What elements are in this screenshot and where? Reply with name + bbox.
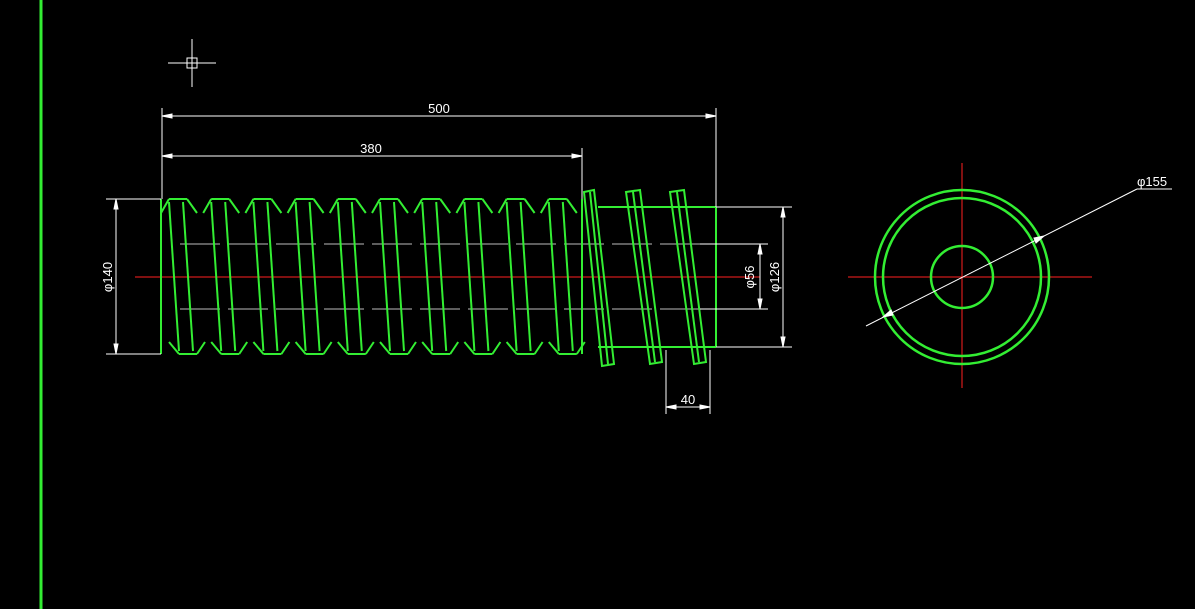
thread-teeth	[160, 198, 586, 355]
thread-tooth-edge	[294, 201, 307, 352]
thread-tooth-edge	[463, 201, 476, 352]
bore-circle	[929, 244, 995, 310]
thread-tooth-edge	[435, 201, 448, 352]
thread-tooth-edge	[533, 341, 544, 355]
outer-circle	[873, 188, 1051, 366]
thread-tooth-edge	[202, 198, 213, 214]
thread-tooth-edge	[397, 198, 409, 214]
dim-total-length[interactable]: 500	[428, 101, 450, 116]
thread-tooth-edge	[322, 341, 333, 355]
thread-tooth-edge	[575, 341, 586, 355]
thread-tooth-edge	[539, 198, 550, 214]
thread-tooth-edge	[266, 201, 279, 352]
thread-tooth-edge	[308, 201, 321, 352]
thread-tooth-edge	[421, 201, 434, 352]
thread-tooth-edge	[477, 201, 490, 352]
thread-tooth-edge	[270, 198, 283, 214]
dim-outer-diameter[interactable]: φ155	[1137, 174, 1167, 189]
dim-bore-diameter[interactable]: φ56	[742, 266, 757, 289]
thread-tooth-edge	[328, 198, 339, 214]
thread-tooth-edge	[337, 341, 349, 355]
crosshair-cursor-icon	[168, 39, 216, 87]
thread-tooth-edge	[413, 198, 424, 214]
thread-tooth-edge	[294, 341, 307, 355]
thread-tooth-edge	[160, 198, 170, 214]
thread-tooth-edge	[565, 198, 578, 214]
thread-tooth-edge	[186, 198, 198, 214]
thread-tooth-edge	[238, 341, 249, 355]
dim-thread-diameter[interactable]: φ140	[100, 262, 115, 292]
thread-tooth-edge	[523, 198, 536, 214]
thread-tooth-edge	[421, 341, 433, 355]
thread-tooth-edge	[350, 201, 363, 352]
thread-tooth-edge	[505, 201, 518, 352]
thread-tooth-edge	[196, 341, 206, 355]
thread-tooth-edge	[244, 198, 255, 214]
thread-tooth-edge	[364, 341, 375, 355]
thread-tooth-edge	[252, 201, 265, 352]
thread-tooth-edge	[561, 201, 574, 352]
thread-tooth-edge	[379, 201, 391, 352]
thread-tooth-edge	[379, 341, 391, 355]
thread-tooth-edge	[497, 198, 508, 214]
thread-tooth-edge	[393, 201, 405, 352]
thread-tooth-edge	[449, 341, 460, 355]
thread-tooth-edge	[491, 341, 502, 355]
thread-tooth-edge	[228, 198, 241, 214]
inner-thread-circle	[881, 196, 1043, 358]
thread-tooth-edge	[407, 341, 417, 355]
coarse-thread-section	[582, 188, 717, 368]
thread-tooth-edge	[547, 201, 560, 352]
outer-diameter-leader	[865, 188, 1172, 327]
dim-step-width[interactable]: 40	[681, 392, 695, 407]
thread-tooth-edge	[182, 201, 194, 352]
thread-body-outline	[160, 199, 583, 354]
thread-tooth-edge	[312, 198, 325, 214]
thread-tooth-edge	[210, 201, 223, 352]
thread-tooth-edge	[168, 341, 180, 355]
thread-tooth-edge	[371, 198, 381, 214]
thread-tooth-edge	[168, 201, 180, 352]
thread-tooth-edge	[463, 341, 476, 355]
screw-side-view[interactable]: 500 380 φ140 φ56 φ126 40	[100, 101, 792, 414]
thread-tooth-edge	[439, 198, 452, 214]
thread-tooth-edge	[354, 198, 367, 214]
thread-tooth-edge	[548, 341, 560, 355]
dim-shank-diameter[interactable]: φ126	[767, 262, 782, 292]
thread-tooth-edge	[519, 201, 532, 352]
thread-tooth-edge	[224, 201, 237, 352]
screw-end-view[interactable]: φ155	[848, 163, 1172, 388]
thread-tooth-edge	[280, 341, 291, 355]
thread-tooth-edge	[210, 341, 222, 355]
dimension-lines	[106, 108, 792, 414]
thread-tooth-edge	[336, 201, 349, 352]
thread-tooth-edge	[286, 198, 297, 214]
thread-tooth-edge	[455, 198, 466, 214]
thread-tooth-edge	[481, 198, 494, 214]
thread-tooth-edge	[505, 341, 518, 355]
dim-thread-length[interactable]: 380	[360, 141, 382, 156]
thread-tooth-edge	[252, 341, 265, 355]
